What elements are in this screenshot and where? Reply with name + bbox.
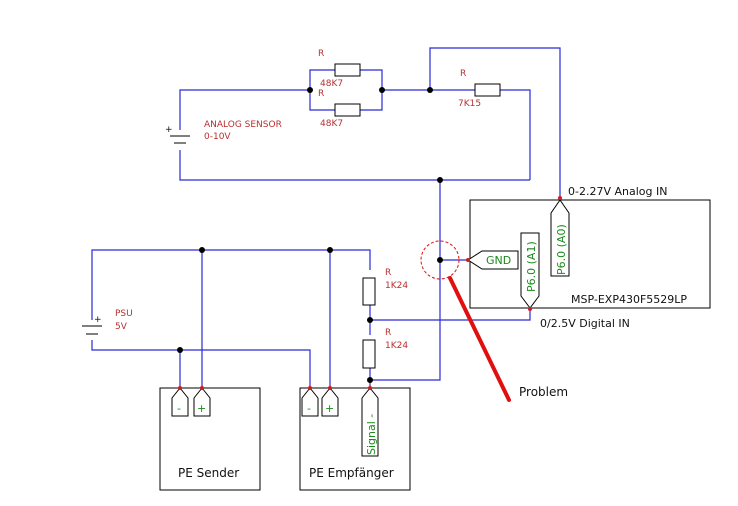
junction-dots: [177, 87, 443, 383]
svg-text:+: +: [325, 402, 334, 415]
analog-sensor-symbol: + ANALOG SENSOR 0-10V: [165, 120, 282, 144]
svg-text:7K15: 7K15: [458, 99, 481, 109]
analog-in-label: 0-2.27V Analog IN: [568, 185, 667, 198]
svg-text:R: R: [385, 268, 391, 278]
svg-text:GND: GND: [486, 254, 511, 267]
svg-text:Problem: Problem: [519, 385, 568, 399]
svg-text:R: R: [460, 69, 466, 79]
pin-endpoints: [178, 196, 562, 390]
svg-text:PSU: PSU: [115, 309, 133, 319]
svg-text:PE Empfänger: PE Empfänger: [309, 466, 394, 480]
svg-text:Signal -: Signal -: [365, 414, 378, 455]
svg-text:R: R: [318, 89, 324, 99]
svg-text:5V: 5V: [115, 322, 128, 332]
svg-text:R: R: [385, 328, 391, 338]
a0-pin: [550, 199, 570, 277]
problem-marker: Problem: [420, 240, 568, 402]
psu-symbol: + PSU 5V: [82, 309, 133, 335]
resistor-r1: R 48K7: [318, 49, 361, 89]
svg-text:+: +: [165, 125, 173, 135]
resistor-r2: R 48K7: [318, 89, 361, 129]
svg-text:48K7: 48K7: [320, 119, 343, 129]
svg-text:48K7: 48K7: [320, 79, 343, 89]
svg-text:1K24: 1K24: [385, 341, 408, 351]
svg-text:ANALOG SENSOR: ANALOG SENSOR: [204, 120, 282, 130]
digital-in-label: 0/2.5V Digital IN: [540, 317, 630, 330]
svg-text:1K24: 1K24: [385, 281, 408, 291]
svg-text:+: +: [94, 315, 102, 325]
pe-wires: [91, 249, 531, 398]
svg-text:P6.0 (A0): P6.0 (A0): [555, 224, 568, 275]
gnd-pin: [467, 250, 519, 270]
pe-sender-box: - + PE Sender: [159, 387, 261, 491]
svg-text:P6.0 (A1): P6.0 (A1): [525, 241, 538, 292]
svg-text:0-10V: 0-10V: [204, 132, 231, 142]
svg-text:R: R: [318, 49, 324, 59]
resistor-r3: R 7K15: [458, 69, 501, 109]
svg-text:+: +: [197, 402, 206, 415]
svg-text:MSP-EXP430F5529LP: MSP-EXP430F5529LP: [571, 293, 687, 306]
svg-text:-: -: [177, 402, 181, 415]
resistor-r4: R 1K24: [362, 268, 408, 306]
pe-empfaenger-box: - + Signal - PE Empfänger: [299, 387, 411, 491]
a1-pin: [520, 232, 540, 309]
resistor-r5: R 1K24: [362, 328, 408, 369]
svg-text:PE Sender: PE Sender: [178, 466, 239, 480]
svg-text:-: -: [307, 402, 311, 415]
msp-board: MSP-EXP430F5529LP GND P6.0 (A0) P6.0 (A1…: [467, 199, 711, 309]
